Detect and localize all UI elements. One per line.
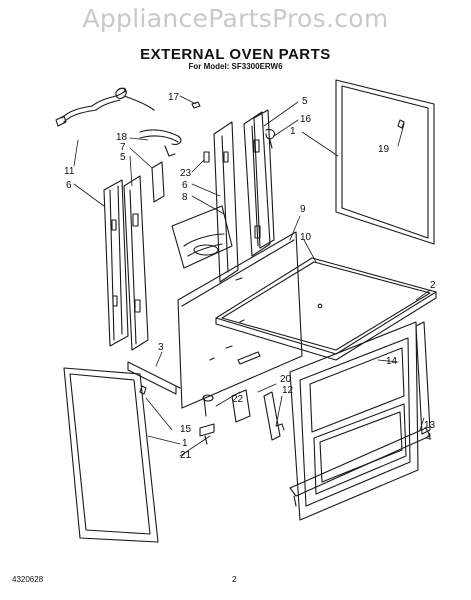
callout-1: 1	[290, 126, 296, 137]
callout-3: 3	[158, 342, 164, 353]
callout-1b: 1	[182, 438, 188, 449]
watermark: AppliancePartsPros.com	[82, 4, 389, 33]
bracket-7	[151, 161, 165, 203]
page-number: 2	[232, 575, 237, 584]
wire-harness	[55, 87, 155, 127]
side-trim	[415, 321, 431, 435]
wire-group	[139, 129, 182, 157]
rear-base-rail	[127, 361, 181, 395]
callout-16: 16	[300, 114, 312, 125]
vent-box	[171, 205, 233, 269]
callout-5b: 5	[120, 152, 126, 163]
callout-5: 5	[302, 96, 308, 107]
callout-12: 12	[282, 385, 294, 396]
side-panel-right	[335, 79, 435, 245]
callout-17: 17	[168, 92, 180, 103]
top-cover	[215, 257, 437, 361]
callout-15: 15	[180, 424, 192, 435]
right-rear-rail	[243, 111, 271, 257]
left-side-panel	[103, 179, 129, 347]
callout-10: 10	[300, 232, 312, 243]
callout-2: 2	[430, 280, 436, 291]
back-panel	[177, 231, 303, 409]
leveling-leg	[199, 394, 215, 445]
model-subtitle: For Model: SF3300ERW6	[188, 62, 283, 71]
callout-6: 6	[66, 180, 72, 191]
left-front-rail	[123, 175, 149, 351]
callout-19: 19	[378, 144, 390, 155]
callout-21: 21	[180, 450, 192, 461]
document-number: 4320628	[12, 575, 44, 584]
page-title: EXTERNAL OVEN PARTS	[140, 46, 331, 63]
side-panel-left	[63, 367, 159, 543]
callout-22: 22	[232, 394, 244, 405]
leader-lines	[73, 95, 431, 457]
callout-8: 8	[182, 192, 188, 203]
callout-23: 23	[180, 168, 192, 179]
callout-13: 13	[424, 420, 436, 431]
callout-14: 14	[386, 356, 398, 367]
front-frame	[289, 321, 419, 521]
callout-18: 18	[116, 132, 128, 143]
bracket-20	[231, 389, 285, 441]
callout-20: 20	[280, 374, 292, 385]
callout-4: 4	[426, 432, 432, 443]
part-23	[203, 151, 210, 163]
base-trim	[289, 427, 431, 507]
callout-7: 7	[120, 142, 126, 153]
callout-labels: 17 5 16 1 19 18 7 5 11 6 23 6 8 9 10 2 3…	[64, 92, 436, 461]
callout-11: 11	[64, 166, 75, 177]
left-rear-rail	[213, 121, 239, 283]
callout-9: 9	[300, 204, 306, 215]
callout-6b: 6	[182, 180, 188, 191]
clip-part	[191, 101, 201, 109]
